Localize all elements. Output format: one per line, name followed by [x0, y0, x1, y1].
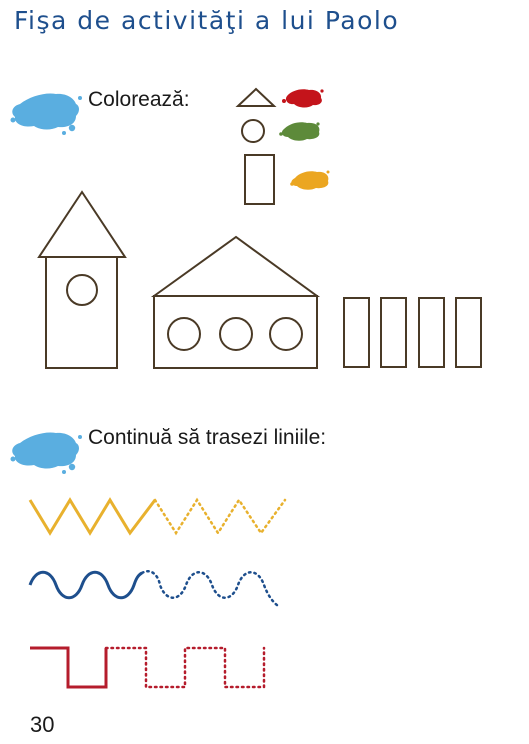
- orange-paint-splash-icon: [290, 170, 330, 190]
- coloring-instruction: Colorează:: [88, 88, 190, 111]
- paint-splash-icon: [10, 432, 82, 474]
- house-drawing: [150, 235, 321, 369]
- fence-drawing: [343, 297, 482, 368]
- page-title: Fişa de activităţi a lui Paolo: [14, 6, 400, 35]
- legend-circle-shape: [241, 119, 265, 143]
- page-number: 30: [30, 712, 55, 737]
- tower-drawing: [37, 190, 127, 369]
- tracing-instruction: Continuă să trasezi liniile:: [88, 426, 327, 449]
- wave-tracing-line: [28, 569, 282, 609]
- legend-rectangle-shape: [244, 154, 275, 205]
- legend-triangle-shape: [235, 87, 277, 107]
- red-paint-splash-icon: [282, 89, 324, 108]
- green-paint-splash-icon: [279, 122, 320, 141]
- zigzag-tracing-line: [28, 497, 287, 536]
- paint-splash-icon: [10, 93, 82, 135]
- square-wave-tracing-line: [30, 646, 266, 689]
